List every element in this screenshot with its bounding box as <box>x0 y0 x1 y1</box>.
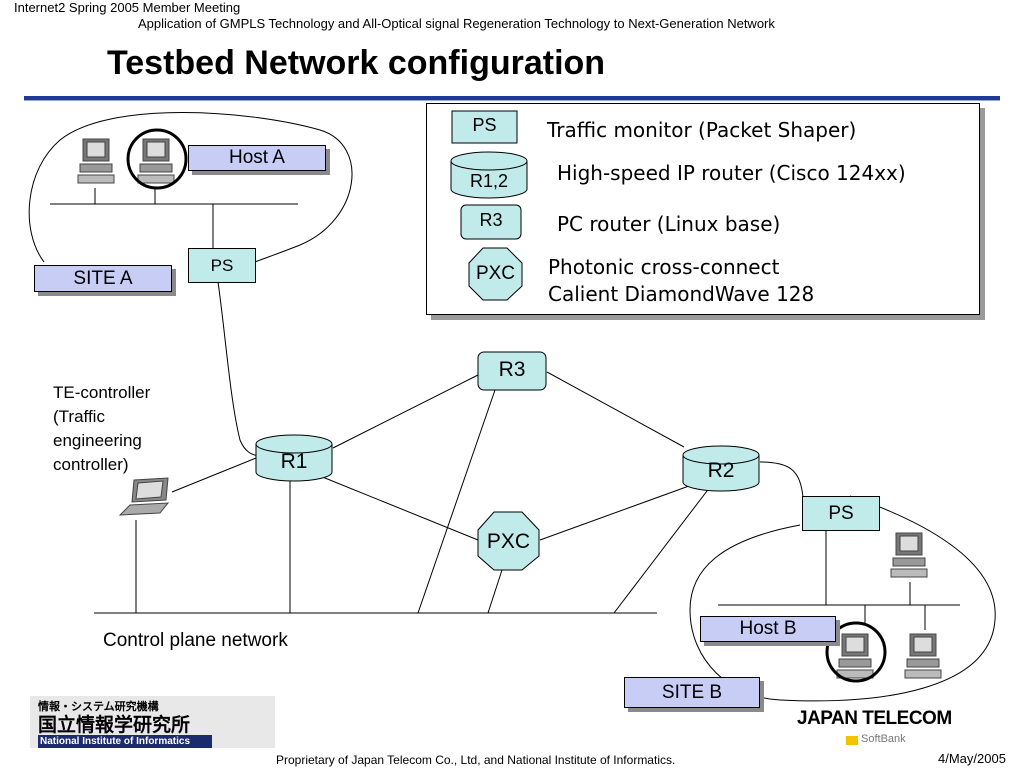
legend-r3-text: PC router (Linux base) <box>557 212 781 236</box>
te-controller-line2: (Traffic <box>53 407 105 426</box>
host-b-highlight-circle <box>825 621 887 683</box>
pxc-label: PXC <box>486 530 531 553</box>
link-r3-r2 <box>546 371 685 448</box>
legend-ps-symbol: PS <box>472 115 497 135</box>
nii-logo-line1: 情報・システム研究機構 <box>38 700 159 713</box>
site-a-label: SITE A <box>34 265 172 292</box>
control-plane-label: Control plane network <box>103 630 288 651</box>
nii-logo-line3: National Institute of Informatics <box>38 735 212 748</box>
link-te-r1 <box>171 457 257 493</box>
meeting-header: Internet2 Spring 2005 Member Meeting <box>14 0 241 15</box>
nii-logo-line2: 国立情報学研究所 <box>38 714 191 736</box>
r2-label: R2 <box>707 459 735 482</box>
legend-r12-symbol: R1,2 <box>469 171 509 191</box>
legend-pxc-symbol: PXC <box>475 263 516 284</box>
host-a-label: Host A <box>188 145 326 171</box>
link-r1-pxc <box>319 475 479 541</box>
computer-icon-host-b <box>836 633 874 679</box>
site-b-cloud <box>689 495 996 702</box>
softbank-mark-icon <box>846 736 858 745</box>
footer-proprietary: Proprietary of Japan Telecom Co., Ltd, a… <box>276 753 676 767</box>
title-rule-thin <box>24 100 1000 101</box>
computer-icon-site-a-1 <box>77 138 115 184</box>
host-a-highlight-circle <box>126 128 188 190</box>
presentation-subtitle: Application of GMPLS Technology and All-… <box>138 16 775 31</box>
ps-b-node: PS <box>802 496 880 531</box>
pxc-octagon <box>477 511 540 571</box>
link-pxc-r2 <box>539 481 701 541</box>
japan-telecom-logo: JAPAN TELECOM <box>797 708 952 729</box>
title-rule <box>24 96 1000 100</box>
link-ps-a-r1 <box>217 281 263 457</box>
footer-date: 4/May/2005 <box>938 751 1006 766</box>
computer-icon-site-b-2 <box>904 633 942 679</box>
link-r1-r3 <box>332 374 479 449</box>
computer-icon-host-a <box>137 138 175 184</box>
ps-a-node: PS <box>188 248 256 283</box>
legend-r3-symbol: R3 <box>479 210 503 230</box>
te-controller-line3: engineering <box>53 431 142 450</box>
router-r2-shape <box>682 445 760 492</box>
legend-symbols <box>450 110 528 301</box>
computer-icon-site-b-1 <box>890 532 928 578</box>
r3-label: R3 <box>498 358 526 381</box>
router-r3-shape <box>477 351 547 391</box>
te-controller-line1: TE-controller <box>53 383 151 402</box>
legend-pxc-text-line2: Calient DiamondWave 128 <box>548 282 815 306</box>
legend-ps-text: Traffic monitor (Packet Shaper) <box>547 118 857 142</box>
te-controller-laptop-icon <box>118 477 170 516</box>
te-controller-line4: controller) <box>53 455 129 474</box>
te-controller-label: TE-controller (Traffic engineering contr… <box>53 381 150 477</box>
softbank-logo: SoftBank <box>861 733 906 745</box>
page-title: Testbed Network configuration <box>107 44 606 82</box>
legend-pxc-text-line1: Photonic cross-connect <box>548 255 780 279</box>
router-r1-shape <box>255 434 333 482</box>
link-r2-ps-b <box>759 461 804 498</box>
site-b-label: SITE B <box>624 677 760 708</box>
site-a-cloud <box>28 112 353 263</box>
r1-label: R1 <box>280 450 308 473</box>
legend-r12-text: High-speed IP router (Cisco 124xx) <box>557 161 906 185</box>
host-b-label: Host B <box>700 616 836 642</box>
